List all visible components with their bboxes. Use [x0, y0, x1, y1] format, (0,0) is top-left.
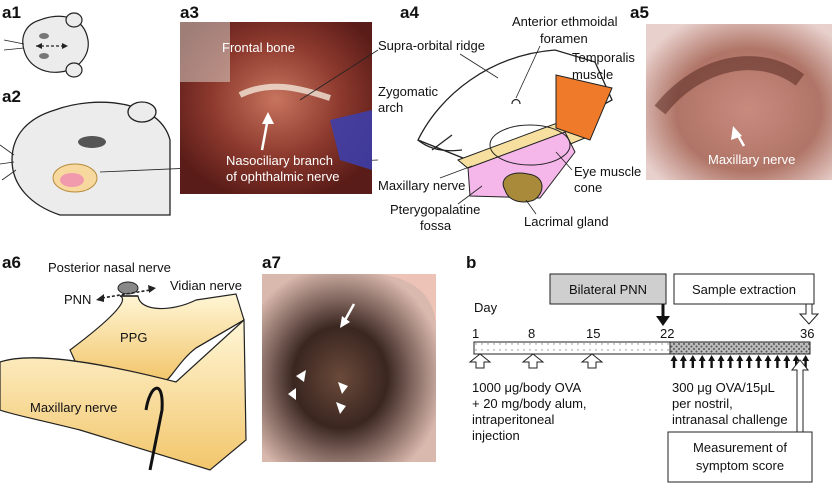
arrowhead-pnn-down [656, 316, 670, 326]
orbit-diagram [417, 49, 613, 203]
label-measure-1: Measurement of [693, 440, 787, 455]
box-bilateral-pnn [549, 273, 667, 305]
challenge-arrow [783, 355, 791, 368]
day-tick-1: 1 [472, 326, 479, 341]
label-ip-4: injection [472, 428, 520, 443]
endoscopic-photo-a5 [646, 24, 832, 180]
label-frontal-bone: Frontal bone [222, 40, 295, 55]
challenge-arrow [792, 355, 800, 368]
leader-ant-ethmoidal [515, 45, 541, 99]
challenge-arrow [726, 355, 734, 368]
challenge-arrow [802, 355, 810, 368]
day-tick-36: 36 [800, 326, 814, 341]
leader-maxillary-a4 [439, 165, 473, 179]
challenge-arrow [764, 355, 772, 368]
label-eye-cone-1: Eye muscle [574, 164, 641, 179]
intranasal-challenge-arrows [670, 355, 810, 368]
label-bilateral-pnn: Bilateral PNN [569, 282, 647, 297]
panel-label-a3: a3 [180, 3, 199, 22]
label-vidian: Vidian nerve [170, 278, 242, 293]
leader-supra-orbital [299, 49, 379, 101]
label-lacrimal: Lacrimal gland [524, 214, 609, 229]
label-ppg: PPG [120, 330, 147, 345]
bone-edge [238, 83, 331, 101]
label-maxillary-a5: Maxillary nerve [708, 152, 795, 167]
panel-label-a1: a1 [2, 3, 21, 22]
arrowhead-maxillary-a5 [731, 126, 742, 140]
panel-label-b: b [466, 253, 476, 272]
leader-lacrimal [525, 199, 537, 215]
timeline-challenge [669, 341, 811, 355]
panel-label-a7: a7 [262, 253, 281, 272]
label-ptery-1: Pterygopalatine [390, 202, 480, 217]
triangle-marker-3 [338, 382, 348, 394]
panel-label-a5: a5 [630, 3, 649, 22]
box-measurement [667, 431, 813, 483]
challenge-arrow [708, 355, 716, 368]
label-zygomatic-2: arch [378, 100, 403, 115]
endoscopic-photo-a7 [262, 274, 436, 462]
ip-injection-arrows [468, 353, 604, 369]
arrow-sample-down [798, 303, 820, 325]
label-eye-cone-2: cone [574, 180, 602, 195]
triangle-marker-4 [336, 402, 346, 414]
challenge-arrow [698, 355, 706, 368]
challenge-arrow [679, 355, 687, 368]
fur-region [180, 22, 230, 82]
label-maxillary-a4: Maxillary nerve [378, 178, 465, 193]
label-sample-extraction: Sample extraction [692, 282, 796, 297]
challenge-arrow [755, 355, 763, 368]
challenge-arrow [670, 355, 678, 368]
label-ip-1: 1000 μg/body OVA [472, 380, 581, 395]
arrowhead-a7 [340, 316, 350, 328]
label-in-1: 300 μg OVA/15μL [672, 380, 775, 395]
label-temporalis-1: Temporalis [572, 50, 635, 65]
panel-label-a6: a6 [2, 253, 21, 272]
day-tick-22: 22 [660, 326, 674, 341]
label-maxillary-a6: Maxillary nerve [30, 400, 117, 415]
label-nasociliary-1: Nasociliary branch [226, 153, 333, 168]
challenge-arrow [773, 355, 781, 368]
panel-label-a4: a4 [400, 3, 419, 22]
arrowhead-nasociliary [262, 112, 274, 124]
arrow-measurement-up [790, 359, 810, 433]
ppg-diagram [0, 281, 247, 471]
label-measure-2: symptom score [696, 458, 784, 473]
label-posterior-nasal: Posterior nasal nerve [48, 260, 171, 275]
label-ant-ethmoidal-1: Anterior ethmoidal [512, 14, 618, 29]
challenge-arrow [736, 355, 744, 368]
triangle-marker-2 [288, 388, 296, 400]
retractor [330, 110, 372, 170]
label-temporalis-2: muscle [572, 67, 613, 82]
label-ptery-2: fossa [420, 218, 452, 233]
label-nasociliary-2: of ophthalmic nerve [226, 169, 339, 184]
label-day: Day [474, 300, 498, 315]
leader-supra-orbital-a4 [459, 53, 499, 79]
challenge-arrow [689, 355, 697, 368]
challenge-arrow [717, 355, 725, 368]
label-ip-2: + 20 mg/body alum, [472, 396, 587, 411]
timeline-sensitization [473, 341, 671, 355]
cavity-shadow [654, 56, 805, 115]
label-zygomatic-1: Zygomatic [378, 84, 438, 99]
label-ant-ethmoidal-2: foramen [540, 31, 588, 46]
box-sample-extraction [673, 273, 815, 305]
challenge-arrow [745, 355, 753, 368]
day-tick-8: 8 [528, 326, 535, 341]
mouse-head-large [0, 101, 171, 216]
label-in-2: per nostril, [672, 396, 733, 411]
tissue-highlight [380, 274, 436, 330]
label-pnn-a6: PNN [64, 292, 91, 307]
label-in-3: intranasal challenge [672, 412, 788, 427]
panel-label-a2: a2 [2, 87, 21, 106]
triangle-marker-1 [296, 370, 306, 382]
label-ip-3: intraperitoneal [472, 412, 554, 427]
mouse-head-small [3, 12, 89, 78]
day-tick-15: 15 [586, 326, 600, 341]
label-supra-orbital: Supra-orbital ridge [378, 38, 485, 53]
leader-ptery [457, 185, 483, 205]
leader-eye-cone [555, 151, 573, 171]
